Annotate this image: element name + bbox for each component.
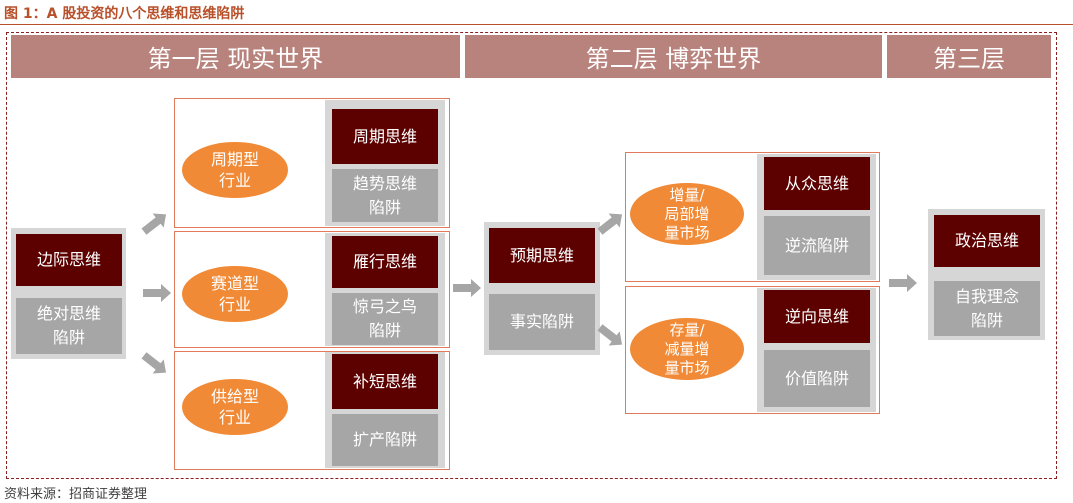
herd-thinking-box: 从众思维 (764, 157, 870, 210)
diagram-frame (6, 32, 1057, 479)
absolute-thinking-trap-box: 绝对思维 陷阱 (16, 298, 122, 354)
arrow-to-incremental (597, 213, 623, 235)
marginal-thinking-box: 边际思维 (16, 234, 122, 286)
arrow-to-expectation (453, 279, 481, 297)
arrow-to-track (143, 284, 171, 302)
source-note: 资料来源：招商证券整理 (4, 487, 148, 502)
arrow-to-cyclical (141, 213, 167, 235)
shortfall-thinking-box: 补短思维 (332, 354, 438, 409)
arrow-to-politics (889, 274, 917, 292)
cyclical-industry-oval: 周期型 行业 (182, 142, 288, 198)
value-trap-box: 价值陷阱 (764, 350, 870, 407)
startled-bird-trap-box: 惊弓之鸟 陷阱 (332, 293, 438, 345)
stock-market-oval: 存量/ 减量增 量市场 (630, 318, 744, 380)
cycle-thinking-box: 周期思维 (332, 109, 438, 164)
track-industry-oval: 赛道型 行业 (182, 266, 288, 322)
incremental-market-oval: 增量/ 局部增 量市场 (630, 183, 744, 245)
supply-industry-oval: 供给型 行业 (182, 379, 288, 435)
trend-thinking-trap-box: 趋势思维 陷阱 (332, 169, 438, 222)
industry-row-track (174, 231, 450, 348)
title-divider (0, 24, 1073, 25)
arrow-to-stock (597, 324, 623, 346)
arrow-to-supply (141, 352, 167, 374)
market-row-incremental (625, 152, 880, 282)
political-thinking-box: 政治思维 (934, 215, 1040, 267)
self-belief-trap-box: 自我理念 陷阱 (934, 281, 1040, 336)
counter-current-trap-box: 逆流陷阱 (764, 216, 870, 275)
capacity-expansion-trap-box: 扩产陷阱 (332, 414, 438, 466)
contrarian-thinking-box: 逆向思维 (764, 290, 870, 343)
figure-title: 图 1：A 股投资的八个思维和思维陷阱 (4, 6, 245, 22)
layer-3-band: 第三层 (887, 35, 1051, 78)
geese-formation-thinking-box: 雁行思维 (332, 236, 438, 288)
industry-row-supply (174, 351, 450, 470)
layer-1-band: 第一层 现实世界 (11, 35, 460, 78)
expectation-thinking-box: 预期思维 (489, 228, 595, 283)
industry-row-cyclical (174, 98, 450, 228)
fact-trap-box: 事实陷阱 (489, 294, 595, 350)
market-row-stock (625, 286, 880, 414)
layer-2-band: 第二层 博弈世界 (465, 35, 882, 78)
